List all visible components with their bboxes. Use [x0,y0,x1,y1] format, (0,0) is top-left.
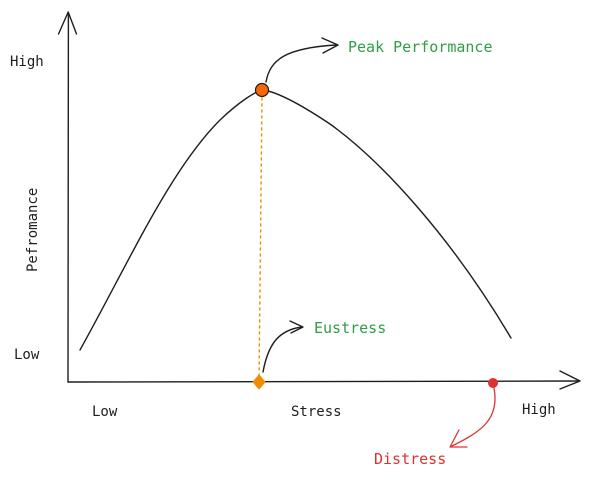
peak-point [254,82,270,98]
y-axis-title: Pefromance [25,188,41,272]
performance-curve [79,89,512,351]
x-axis-high-label: High [522,402,556,418]
distress-arrowhead [449,429,468,448]
x-axis-line [67,380,580,384]
y-axis-low-label: Low [14,347,40,363]
distress-point [488,378,498,388]
eustress-arrowhead [289,320,304,334]
distress-arrow [451,387,496,447]
x-axis-title: Stress [291,404,342,420]
eustress-point [252,374,266,390]
y-axis-high-label: High [10,54,44,70]
peak-performance-label: Peak Performance [348,38,493,56]
peak-arrow [265,44,337,83]
x-axis-low-label: Low [92,404,118,420]
distress-label: Distress [374,450,446,468]
peak-arrowhead [321,37,339,54]
x-axis-arrowhead [559,370,581,390]
eustress-label: Eustress [314,319,386,337]
y-axis-arrowhead [57,11,78,35]
peak-guide-line [258,97,263,383]
y-axis-line [67,13,70,383]
eustress-arrow [262,326,303,373]
